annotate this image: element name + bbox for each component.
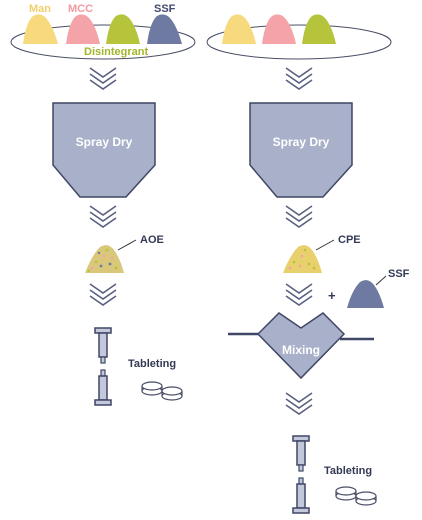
ssf-leader-line <box>375 275 387 286</box>
mcc-powder-icon <box>262 14 296 44</box>
right-tableting-label: Tableting <box>324 465 372 477</box>
right-spray-dry-label: Spray Dry <box>273 135 330 149</box>
mcc-label: MCC <box>68 3 93 15</box>
double-chevron-down-icon <box>285 283 313 306</box>
ssf-powder-icon <box>347 280 384 308</box>
cpe-speckles <box>288 248 316 270</box>
mixing-label: Mixing <box>282 343 320 357</box>
plus-sign: + <box>328 288 336 303</box>
man-powder-icon <box>222 14 256 44</box>
left-spray-dryer <box>52 102 156 198</box>
aoe-label: AOE <box>140 234 164 246</box>
ssf-powder-icon <box>147 14 182 44</box>
cpe-leader-line <box>315 239 335 251</box>
disintegrant-powder-icon <box>302 14 336 44</box>
aoe-powder-icon <box>85 245 124 273</box>
double-chevron-down-icon <box>285 205 313 228</box>
double-chevron-down-icon <box>89 283 117 306</box>
cpe-label: CPE <box>338 234 361 246</box>
tablet-press-icon <box>292 435 310 514</box>
tablet-press-icon <box>94 327 112 406</box>
tablet-stack-icon <box>141 381 183 401</box>
mcc-powder-icon <box>66 14 100 44</box>
double-chevron-down-icon <box>89 205 117 228</box>
aoe-speckles <box>87 248 118 273</box>
right-spray-dryer <box>249 102 353 198</box>
double-chevron-down-icon <box>89 67 117 90</box>
ssf-label: SSF <box>154 3 176 15</box>
disintegrant-powder-icon <box>106 14 140 44</box>
double-chevron-down-icon <box>285 392 313 415</box>
man-label: Man <box>29 3 51 15</box>
right-ssf-label: SSF <box>388 268 410 280</box>
aoe-leader-line <box>117 239 137 251</box>
disintegrant-label: Disintegrant <box>84 46 149 58</box>
man-powder-icon <box>23 14 58 44</box>
left-spray-dry-label: Spray Dry <box>76 135 133 149</box>
left-tableting-label: Tableting <box>128 358 176 370</box>
double-chevron-down-icon <box>285 67 313 90</box>
mixer-icon <box>256 312 346 380</box>
tablet-stack-icon <box>335 486 377 506</box>
cpe-powder-icon <box>283 245 322 273</box>
